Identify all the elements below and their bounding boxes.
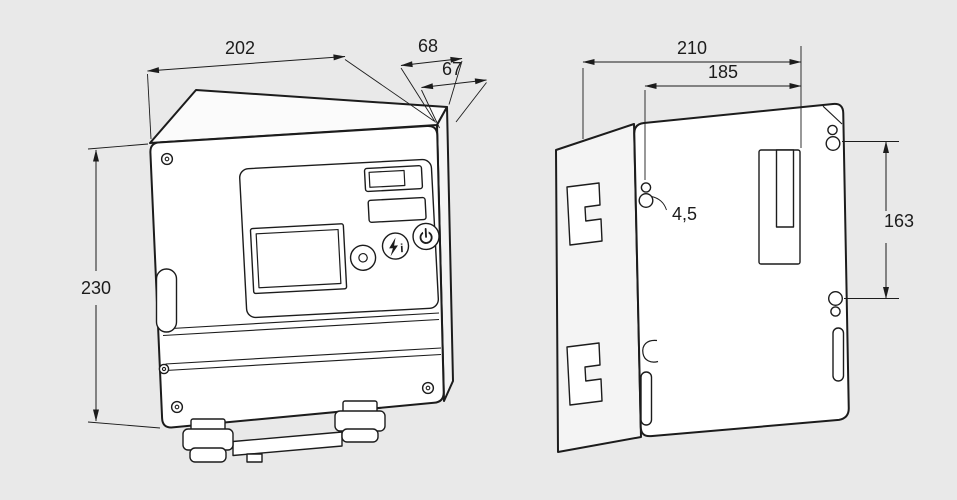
slot-bottom-right (832, 327, 845, 382)
rail-clip-upper (566, 182, 603, 246)
dim-hole-diameter: 4,5 (651, 196, 697, 224)
hanger-tab (775, 149, 795, 228)
cover-screw-bottom-right (421, 381, 435, 395)
hanger-slot (758, 149, 801, 265)
keyhole-top-right (822, 105, 843, 151)
hole-diameter-leader (651, 196, 667, 211)
dim-depth-total-label: 68 (418, 36, 438, 56)
dim-hole-spacing-vertical-label: 163 (884, 211, 914, 231)
dim-height: 230 (81, 143, 161, 429)
dim-width-label: 202 (225, 38, 255, 58)
spring-hook (642, 339, 659, 363)
side-label-slot (155, 268, 178, 333)
back-face (633, 102, 850, 438)
dim-width: 202 (147, 38, 435, 140)
power-button (412, 222, 440, 251)
slot-bottom-left (640, 371, 653, 426)
info-button: i (381, 232, 410, 260)
cover-seam-line (165, 353, 442, 372)
cover-screw-top-left (160, 152, 174, 166)
mounting-rail (232, 431, 343, 463)
back-side-face (555, 123, 642, 453)
keyhole-middle-right (828, 291, 844, 317)
cover-seam-line (165, 347, 442, 365)
lcd-display (249, 223, 348, 295)
keyhole-top-left (638, 182, 654, 208)
cable-gland-right (334, 400, 386, 443)
dim-hole-diameter-label: 4,5 (672, 204, 697, 224)
status-display (363, 165, 424, 193)
cover-seam-line (162, 312, 440, 330)
dim-height-label: 230 (81, 278, 111, 298)
service-window (367, 196, 427, 223)
lightning-icon (389, 237, 398, 257)
dim-hole-spacing-horizontal: 185 (644, 62, 802, 180)
indicator-button (349, 244, 377, 271)
cover-seam-line (162, 318, 440, 337)
dim-hole-spacing-horizontal-label: 185 (708, 62, 738, 82)
info-letter: i (400, 241, 404, 255)
cover-screw-bottom-left (170, 400, 184, 414)
control-panel: i (239, 158, 440, 319)
cover-screw-left (158, 363, 170, 375)
power-icon (419, 228, 433, 244)
rail-clip-lower (566, 342, 603, 406)
dim-depth-total: 68 (400, 36, 463, 123)
back-panel-view: 210 185 163 4,5 (555, 38, 914, 453)
dim-overall-width: 210 (582, 38, 802, 148)
corner-chamfer (822, 105, 843, 125)
front-isometric-view: i 230 202 (81, 36, 487, 463)
ring-indicator-icon (358, 252, 368, 263)
dim-overall-width-label: 210 (677, 38, 707, 58)
cable-gland-left (182, 418, 234, 463)
dim-depth-housing-label: 67 (442, 59, 462, 79)
dim-hole-spacing-vertical: 163 (842, 141, 914, 299)
dim-depth-housing: 67 (421, 59, 487, 129)
